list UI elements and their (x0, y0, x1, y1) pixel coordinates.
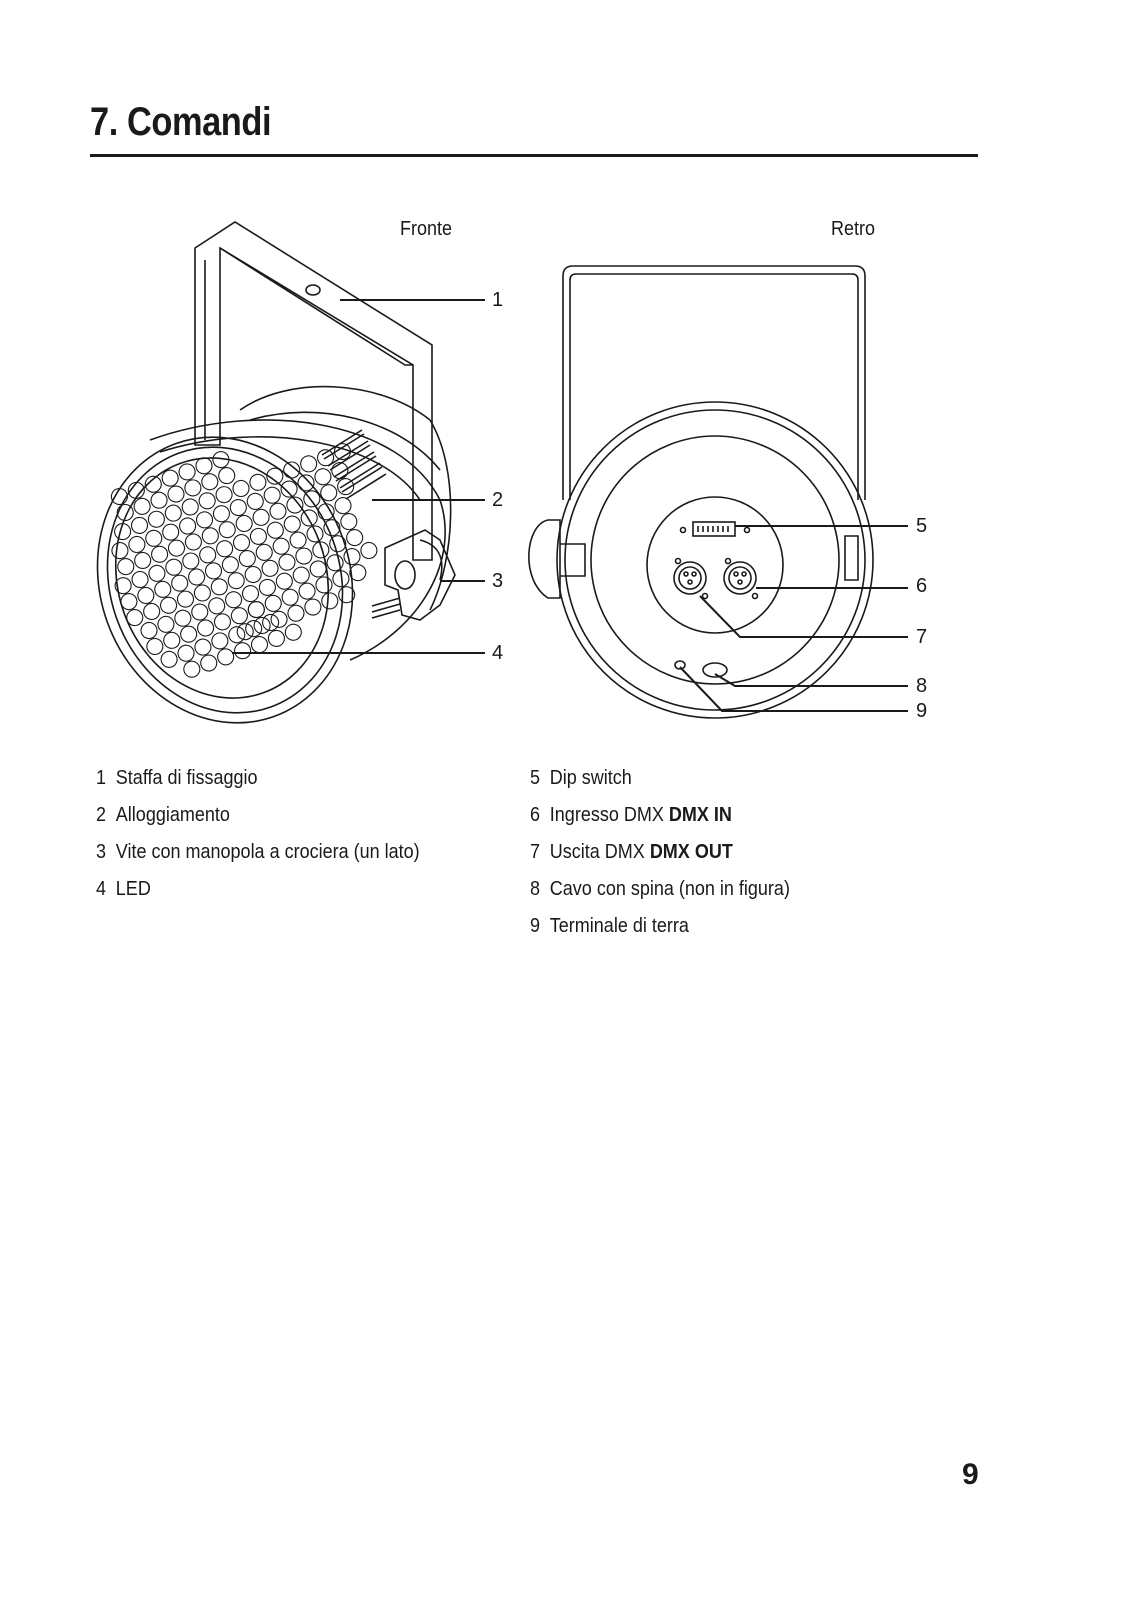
legend-left: 1 Staffa di fissaggio 2 Alloggiamento 3 Vit… (96, 766, 456, 914)
legend-item: 3 Vite con manopola a crociera (un lato) (96, 840, 420, 877)
callout-4: 4 (492, 642, 504, 664)
legend-item: 1 Staffa di fissaggio (96, 766, 420, 803)
dmx-connectors (673, 557, 759, 600)
leader-lines (232, 299, 908, 712)
title-rule (90, 154, 978, 157)
legend-item-text: LED (115, 878, 151, 900)
front-knob (384, 529, 456, 621)
led-array (109, 440, 380, 681)
callout-8: 8 (916, 675, 928, 697)
legend-item: 7 Uscita DMX DMX OUT (530, 840, 790, 877)
legend-item-bold: DMX OUT (649, 841, 733, 863)
legend-item-number: 3 (96, 841, 107, 863)
front-housing (149, 385, 452, 661)
device-figure: Fronte Retro (0, 200, 1128, 740)
legend-item-text: Vite con manopola a crociera (un lato) (115, 841, 420, 863)
legend-item-number: 7 (530, 841, 541, 863)
legend-item-number: 9 (530, 915, 541, 937)
page-number: 9 (962, 1458, 979, 1491)
device-drawing (96, 221, 908, 724)
legend-item-number: 8 (530, 878, 541, 900)
legend-item: 6 Ingresso DMX DMX IN (530, 803, 790, 840)
legend-item-number: 2 (96, 804, 107, 826)
callout-5: 5 (916, 515, 928, 537)
back-label: Retro (831, 218, 876, 240)
callout-6: 6 (916, 575, 928, 597)
legend-right: 5 Dip switch 6 Ingresso DMX DMX IN 7 Uscita… (530, 766, 819, 951)
section-title: 7. Comandi (90, 100, 272, 144)
front-view (96, 221, 456, 724)
back-view (528, 265, 874, 719)
legend-item-text: Uscita DMX (549, 841, 650, 863)
legend-item: 2 Alloggiamento (96, 803, 420, 840)
callout-1: 1 (492, 289, 504, 311)
legend-item-number: 1 (96, 767, 107, 789)
legend-item: 4 LED (96, 877, 420, 914)
legend-item-number: 4 (96, 878, 107, 900)
dip-switch (679, 521, 751, 537)
legend-item-text: Staffa di fissaggio (115, 767, 258, 789)
callout-9: 9 (916, 700, 928, 722)
callout-2: 2 (492, 489, 504, 511)
back-bracket (562, 265, 866, 500)
callout-7: 7 (916, 626, 928, 648)
legend-item-text: Terminale di terra (549, 915, 689, 937)
front-label: Fronte (400, 218, 453, 240)
legend-item-number: 5 (530, 767, 541, 789)
legend-item-bold: DMX IN (668, 804, 732, 826)
legend-item-text: Cavo con spina (non in figura) (549, 878, 790, 900)
legend-item-text: Alloggiamento (115, 804, 230, 826)
legend-item: 9 Terminale di terra (530, 914, 790, 951)
legend-item: 5 Dip switch (530, 766, 790, 803)
legend-item-text: Ingresso DMX (549, 804, 669, 826)
back-knobs (528, 519, 859, 599)
legend-item-text: Dip switch (549, 767, 632, 789)
front-mounting-bracket (194, 221, 433, 561)
back-housing (556, 401, 874, 719)
legend-item-number: 6 (530, 804, 541, 826)
legend-item: 8 Cavo con spina (non in figura) (530, 877, 790, 914)
ground-and-cable (674, 660, 728, 678)
callout-3: 3 (492, 570, 504, 592)
